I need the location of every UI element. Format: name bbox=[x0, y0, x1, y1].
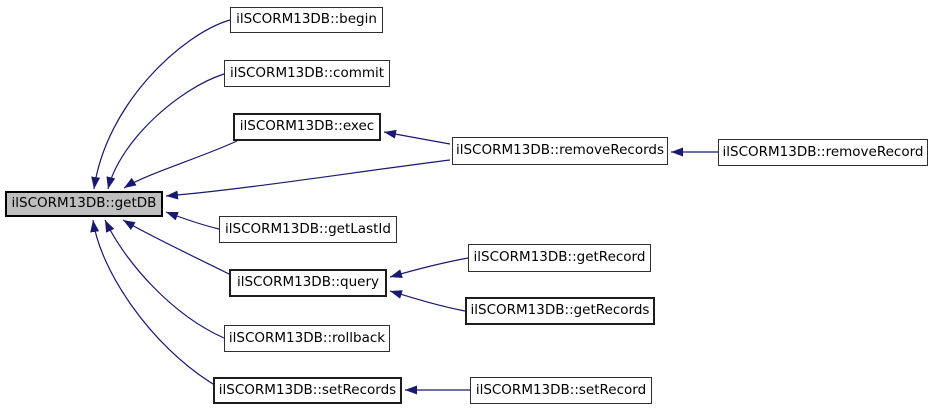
edge-getRecord-to-query bbox=[389, 257, 469, 278]
edge-query-to-getDB bbox=[122, 219, 230, 275]
graph-node-label: ilSCORM13DB::begin bbox=[236, 11, 377, 28]
graph-node-getRecord[interactable]: ilSCORM13DB::getRecord bbox=[468, 244, 651, 272]
graph-node-commit[interactable]: ilSCORM13DB::commit bbox=[224, 60, 390, 87]
graph-node-label: ilSCORM13DB::getRecords bbox=[470, 302, 650, 319]
graph-node-removeRecords[interactable]: ilSCORM13DB::removeRecords bbox=[452, 137, 668, 165]
edge-setRecords-to-getDB bbox=[90, 219, 214, 385]
call-edges bbox=[90, 19, 718, 395]
graph-node-label: ilSCORM13DB::setRecords bbox=[218, 381, 397, 398]
graph-node-label: ilSCORM13DB::commit bbox=[229, 64, 385, 81]
graph-node-label: ilSCORM13DB::exec bbox=[239, 118, 375, 135]
graph-node-label: ilSCORM13DB::setRecord bbox=[475, 381, 647, 398]
graph-node-label: ilSCORM13DB::getLastId bbox=[225, 220, 391, 237]
edge-exec-to-getDB bbox=[123, 140, 238, 189]
graph-node-label: ilSCORM13DB::rollback bbox=[228, 329, 386, 346]
graph-node-label: ilSCORM13DB::getRecord bbox=[473, 249, 646, 266]
graph-node-getRecords[interactable]: ilSCORM13DB::getRecords bbox=[465, 297, 655, 325]
graph-node-removeRecord[interactable]: ilSCORM13DB::removeRecord bbox=[718, 139, 928, 166]
edge-rollback-to-getDB bbox=[104, 219, 225, 339]
edge-begin-to-getDB bbox=[91, 19, 231, 190]
edge-removeRecords-to-getDB bbox=[165, 159, 451, 200]
edge-removeRecords-to-exec bbox=[383, 129, 451, 145]
graph-node-label: ilSCORM13DB::removeRecord bbox=[722, 143, 924, 160]
graph-node-exec[interactable]: ilSCORM13DB::exec bbox=[233, 113, 381, 141]
graph-node-getLastId[interactable]: ilSCORM13DB::getLastId bbox=[219, 216, 397, 243]
edge-getRecords-to-query bbox=[389, 290, 466, 312]
graph-node-setRecords[interactable]: ilSCORM13DB::setRecords bbox=[213, 377, 402, 404]
edge-getLastId-to-getDB bbox=[165, 211, 220, 230]
graph-node-begin[interactable]: ilSCORM13DB::begin bbox=[230, 7, 383, 33]
graph-node-label: ilSCORM13DB::query bbox=[236, 274, 380, 291]
graph-node-label: ilSCORM13DB::removeRecords bbox=[455, 142, 665, 159]
graph-node-query[interactable]: ilSCORM13DB::query bbox=[229, 269, 387, 297]
graph-node-setRecord[interactable]: ilSCORM13DB::setRecord bbox=[470, 377, 652, 404]
graph-node-getDB: ilSCORM13DB::getDB bbox=[5, 191, 163, 217]
edge-commit-to-getDB bbox=[106, 73, 225, 190]
graph-node-rollback[interactable]: ilSCORM13DB::rollback bbox=[224, 325, 390, 352]
graph-node-label: ilSCORM13DB::getDB bbox=[11, 195, 157, 212]
